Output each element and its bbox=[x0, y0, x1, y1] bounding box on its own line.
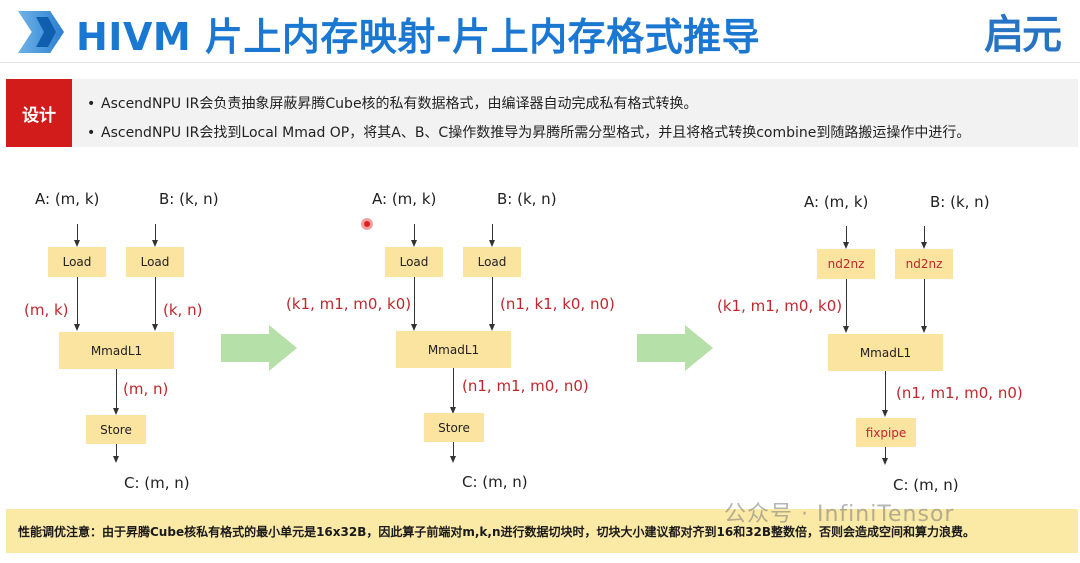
performance-note-text: 性能调优注意：由于昇腾Cube核私有格式的最小单元是16x32B，因此算子前端对… bbox=[18, 525, 976, 539]
edge-line bbox=[414, 277, 415, 325]
edge-line bbox=[924, 279, 925, 327]
design-badge: 设计 bbox=[6, 79, 72, 147]
format-b-label: (n1, k1, k0, n0) bbox=[500, 295, 615, 313]
arrow-down-icon bbox=[152, 240, 158, 247]
store-node: Store bbox=[86, 415, 146, 444]
nd2nz-a-node: nd2nz bbox=[817, 249, 875, 279]
arrow-down-icon bbox=[74, 324, 80, 331]
format-a-label: (k1, m1, m0, k0) bbox=[717, 297, 843, 315]
format-b-label: (k, n) bbox=[163, 301, 203, 319]
output-c-label: C: (m, n) bbox=[893, 476, 959, 494]
flow-arrow-icon bbox=[637, 325, 713, 371]
input-b-label: B: (k, n) bbox=[497, 190, 557, 208]
edge-line bbox=[885, 447, 886, 459]
store-node: Store bbox=[424, 413, 484, 442]
performance-note-box bbox=[6, 509, 1078, 553]
edge-line bbox=[846, 226, 847, 243]
slide-header: HIVM 片上内存映射-片上内存格式推导 启元 bbox=[0, 0, 1080, 64]
page-title: HIVM 片上内存映射-片上内存格式推导 bbox=[76, 15, 761, 59]
edge-line bbox=[77, 224, 78, 241]
nd2nz-b-node: nd2nz bbox=[895, 249, 953, 279]
load-a-node: Load bbox=[385, 247, 443, 277]
mmad-node: MmadL1 bbox=[396, 331, 511, 368]
flow-arrow-icon bbox=[221, 325, 297, 371]
edge-line bbox=[116, 369, 117, 409]
arrow-down-icon bbox=[74, 240, 80, 247]
output-c-label: C: (m, n) bbox=[124, 474, 190, 492]
edge-line bbox=[885, 371, 886, 411]
edge-line bbox=[492, 277, 493, 325]
edge-line bbox=[453, 368, 454, 408]
title-chevron-inner-icon bbox=[36, 17, 56, 47]
bullet-dot: • bbox=[87, 96, 96, 112]
design-summary-box bbox=[6, 79, 1078, 147]
design-bullet-text: AscendNPU IR会找到Local Mmad OP，将其A、B、C操作数推… bbox=[101, 125, 971, 141]
arrow-down-icon bbox=[113, 408, 119, 415]
design-bullet-text: AscendNPU IR会负责抽象屏蔽昇腾Cube核的私有数据格式，由编译器自动… bbox=[101, 96, 698, 112]
brand-logo: 启元 bbox=[984, 12, 1062, 58]
input-a-label: A: (m, k) bbox=[35, 190, 100, 208]
edge-line bbox=[77, 277, 78, 325]
arrow-down-icon bbox=[411, 324, 417, 331]
format-out-label: (n1, m1, m0, n0) bbox=[896, 384, 1023, 402]
input-b-label: B: (k, n) bbox=[930, 193, 990, 211]
arrow-down-icon bbox=[450, 407, 456, 414]
input-b-label: B: (k, n) bbox=[159, 190, 219, 208]
edge-line bbox=[155, 224, 156, 241]
arrow-down-icon bbox=[152, 324, 158, 331]
output-c-label: C: (m, n) bbox=[462, 473, 528, 491]
input-a-label: A: (m, k) bbox=[804, 193, 869, 211]
arrow-down-icon bbox=[843, 326, 849, 333]
arrow-down-icon bbox=[921, 242, 927, 249]
edge-line bbox=[116, 444, 117, 457]
arrow-down-icon bbox=[843, 242, 849, 249]
header-divider bbox=[0, 62, 1080, 63]
format-out-label: (m, n) bbox=[123, 380, 169, 398]
edge-line bbox=[453, 442, 454, 457]
arrow-down-icon bbox=[882, 458, 888, 465]
edge-line bbox=[155, 277, 156, 325]
edge-line bbox=[492, 224, 493, 241]
format-a-label: (m, k) bbox=[24, 301, 69, 319]
arrow-down-icon bbox=[113, 456, 119, 463]
arrow-down-icon bbox=[882, 410, 888, 417]
load-b-node: Load bbox=[126, 247, 184, 277]
load-a-node: Load bbox=[48, 247, 106, 277]
edge-line bbox=[846, 279, 847, 327]
mmad-node: MmadL1 bbox=[828, 334, 943, 371]
format-out-label: (n1, m1, m0, n0) bbox=[462, 377, 589, 395]
edge-line bbox=[414, 224, 415, 241]
design-bullet-2: • AscendNPU IR会找到Local Mmad OP，将其A、B、C操作数… bbox=[87, 122, 970, 142]
design-bullet-1: • AscendNPU IR会负责抽象屏蔽昇腾Cube核的私有数据格式，由编译器自… bbox=[87, 93, 698, 113]
fixpipe-node: fixpipe bbox=[856, 418, 916, 447]
wechat-watermark: 公众号 · InfiniTensor bbox=[724, 502, 955, 527]
arrow-down-icon bbox=[450, 456, 456, 463]
arrow-down-icon bbox=[921, 326, 927, 333]
mmad-node: MmadL1 bbox=[59, 332, 174, 369]
format-a-label: (k1, m1, m0, k0) bbox=[286, 295, 412, 313]
arrow-down-icon bbox=[411, 240, 417, 247]
bullet-dot: • bbox=[87, 125, 96, 141]
edge-line bbox=[924, 226, 925, 243]
arrow-down-icon bbox=[489, 324, 495, 331]
laser-pointer-icon bbox=[361, 218, 373, 230]
input-a-label: A: (m, k) bbox=[372, 190, 437, 208]
arrow-down-icon bbox=[489, 240, 495, 247]
load-b-node: Load bbox=[463, 247, 521, 277]
